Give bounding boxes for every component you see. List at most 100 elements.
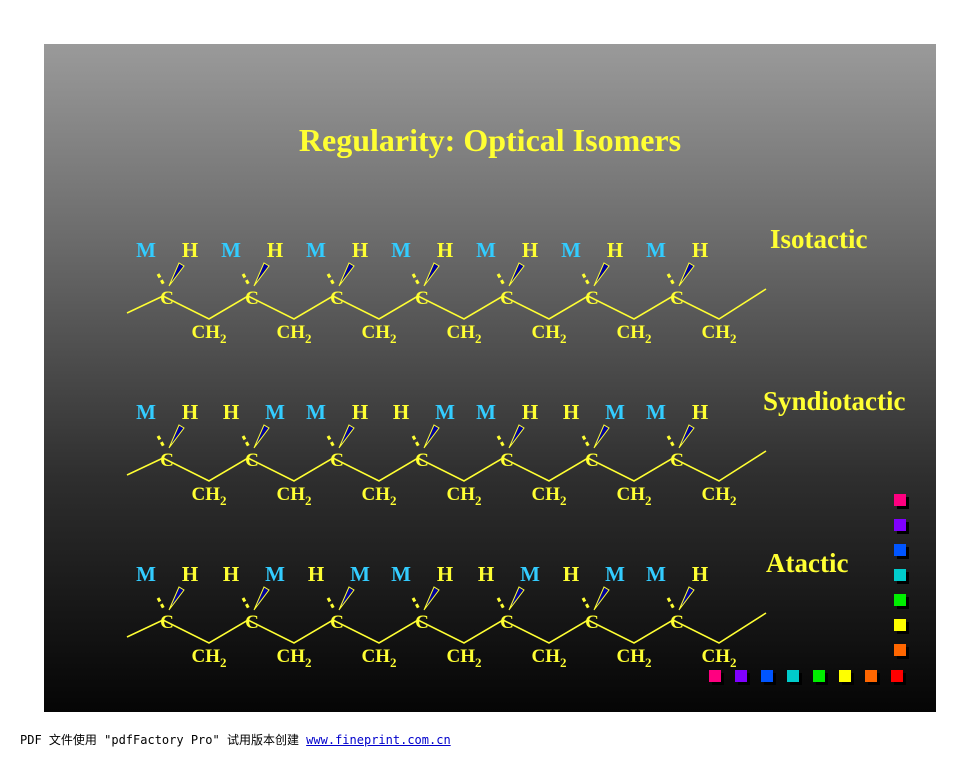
nav-square-vertical[interactable]	[894, 544, 906, 556]
backbone-carbon: C	[330, 450, 344, 471]
nav-square-horizontal[interactable]	[787, 670, 799, 682]
chain-label-isotactic: Isotactic	[770, 224, 868, 254]
methylene-group: CH2	[277, 484, 312, 508]
backbone-carbon: C	[670, 450, 684, 471]
dashed-bond	[666, 597, 676, 610]
wedge-bond	[678, 262, 695, 287]
backbone-carbon: C	[585, 288, 599, 309]
nav-square-vertical[interactable]	[894, 644, 906, 656]
nav-square-horizontal[interactable]	[761, 670, 773, 682]
substituent-right: H	[692, 400, 708, 424]
substituent-right: H	[692, 562, 708, 586]
wedge-bond	[508, 586, 525, 611]
methylene-group: CH2	[362, 646, 397, 670]
substituent-left: H	[393, 400, 409, 424]
chain-label-syndiotactic: Syndiotactic	[763, 386, 906, 416]
nav-square-vertical[interactable]	[894, 494, 906, 506]
methylene-group: CH2	[532, 646, 567, 670]
substituent-left: M	[391, 238, 411, 262]
backbone-carbon: C	[415, 612, 429, 633]
chain-backbone	[126, 450, 767, 482]
substituent-left: M	[136, 400, 156, 424]
substituent-right: H	[182, 562, 198, 586]
nav-square-horizontal[interactable]	[813, 670, 825, 682]
methylene-group: CH2	[532, 484, 567, 508]
methylene-group: CH2	[192, 322, 227, 346]
backbone-carbon: C	[330, 288, 344, 309]
chain-label-atactic: Atactic	[766, 548, 849, 578]
substituent-left: H	[223, 562, 239, 586]
backbone-carbon: C	[160, 450, 174, 471]
substituent-right: H	[267, 238, 283, 262]
chain-backbone	[126, 612, 767, 644]
substituent-right: M	[520, 562, 540, 586]
substituent-left: M	[221, 238, 241, 262]
slide-title: Regularity: Optical Isomers	[298, 122, 682, 158]
dashed-bond	[156, 435, 166, 448]
nav-square-horizontal[interactable]	[865, 670, 877, 682]
wedge-bond	[423, 424, 440, 449]
backbone-carbon: C	[500, 450, 514, 471]
substituent-left: M	[391, 562, 411, 586]
methylene-group: CH2	[277, 646, 312, 670]
wedge-bond	[423, 262, 440, 287]
nav-square-horizontal[interactable]	[735, 670, 747, 682]
substituent-right: H	[352, 238, 368, 262]
methylene-group: CH2	[702, 646, 737, 670]
substituent-right: M	[265, 400, 285, 424]
substituent-left: M	[476, 238, 496, 262]
wedge-bond	[593, 262, 610, 287]
wedge-bond	[508, 262, 525, 287]
substituent-left: M	[476, 400, 496, 424]
methylene-group: CH2	[617, 322, 652, 346]
wedge-bond	[253, 586, 270, 611]
substituent-right: H	[437, 562, 453, 586]
dashed-bond	[581, 273, 591, 286]
backbone-carbon: C	[160, 288, 174, 309]
nav-square-vertical[interactable]	[894, 619, 906, 631]
nav-square-horizontal[interactable]	[839, 670, 851, 682]
wedge-bond	[168, 424, 185, 449]
wedge-bond	[678, 586, 695, 611]
methylene-group: CH2	[362, 484, 397, 508]
substituent-left: H	[563, 400, 579, 424]
substituent-right: M	[350, 562, 370, 586]
dashed-bond	[666, 435, 676, 448]
dashed-bond	[241, 435, 251, 448]
methylene-group: CH2	[702, 484, 737, 508]
nav-square-vertical[interactable]	[894, 569, 906, 581]
substituent-left: M	[646, 238, 666, 262]
methylene-group: CH2	[362, 322, 397, 346]
substituent-right: M	[265, 562, 285, 586]
wedge-bond	[168, 586, 185, 611]
wedge-bond	[338, 424, 355, 449]
dashed-bond	[411, 597, 421, 610]
dashed-bond	[411, 273, 421, 286]
backbone-carbon: C	[670, 612, 684, 633]
substituent-right: H	[522, 400, 538, 424]
nav-square-vertical[interactable]	[894, 519, 906, 531]
methylene-group: CH2	[617, 484, 652, 508]
backbone-carbon: C	[245, 288, 259, 309]
backbone-carbon: C	[585, 450, 599, 471]
substituent-left: M	[646, 562, 666, 586]
dashed-bond	[326, 435, 336, 448]
methylene-group: CH2	[447, 322, 482, 346]
wedge-bond	[593, 424, 610, 449]
backbone-carbon: C	[500, 612, 514, 633]
wedge-bond	[423, 586, 440, 611]
nav-square-vertical[interactable]	[894, 594, 906, 606]
methylene-group: CH2	[447, 646, 482, 670]
wedge-bond	[253, 424, 270, 449]
wedge-bond	[338, 262, 355, 287]
backbone-carbon: C	[160, 612, 174, 633]
footer-link[interactable]: www.fineprint.com.cn	[306, 733, 451, 747]
methylene-group: CH2	[617, 646, 652, 670]
nav-square-horizontal[interactable]	[709, 670, 721, 682]
dashed-bond	[326, 597, 336, 610]
nav-square-horizontal[interactable]	[891, 670, 903, 682]
substituent-left: H	[478, 562, 494, 586]
dashed-bond	[241, 597, 251, 610]
substituent-right: M	[605, 400, 625, 424]
